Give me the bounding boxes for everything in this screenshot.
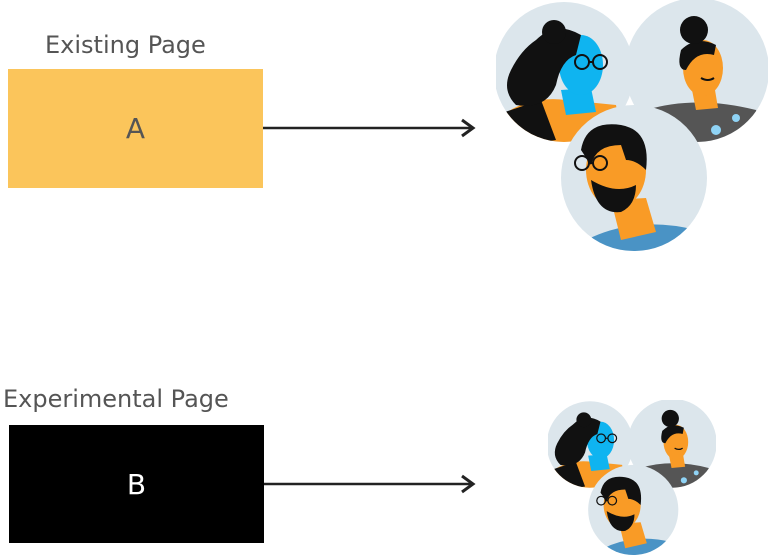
bearded-man-with-glasses-icon xyxy=(588,464,679,556)
variant-a-box: A xyxy=(8,69,263,188)
variant-b-box: B xyxy=(9,425,264,543)
experimental-page-label: Experimental Page xyxy=(3,385,229,413)
arrow-right-icon xyxy=(263,118,476,138)
woman-with-glasses-icon xyxy=(494,2,634,142)
existing-page-label: Existing Page xyxy=(45,31,206,59)
variant-b-letter: B xyxy=(126,467,147,501)
arrow-right-icon xyxy=(264,474,476,494)
audience-group-small xyxy=(546,398,717,556)
audience-group-large xyxy=(494,0,768,252)
variant-a-letter: A xyxy=(125,112,146,145)
bearded-man-with-glasses-icon xyxy=(561,105,707,251)
